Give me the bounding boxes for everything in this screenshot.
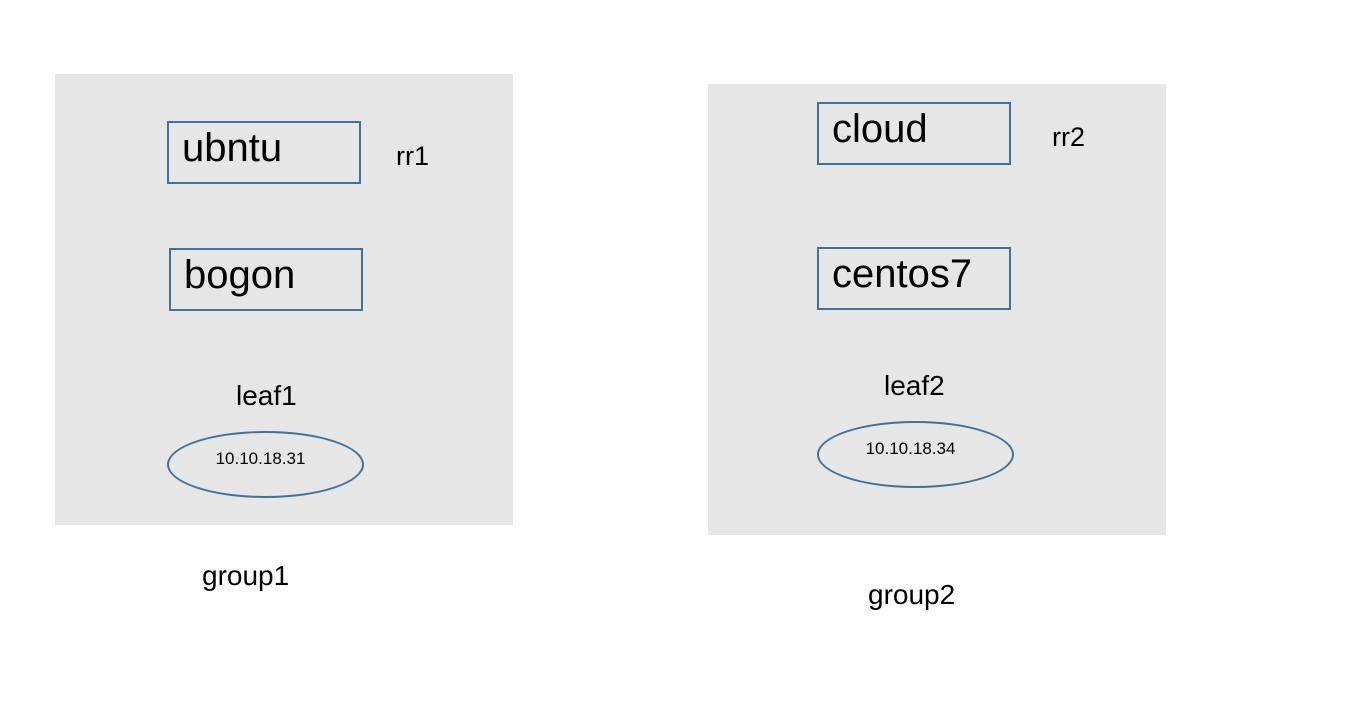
host-box-ubntu: ubntu — [167, 121, 361, 184]
route-reflector-label: rr1 — [396, 141, 429, 171]
host-label: bogon — [184, 253, 296, 297]
leaf-ip-label: 10.10.18.31 — [215, 449, 306, 468]
leaf-ellipse: 10.10.18.31 — [167, 431, 364, 498]
group-label: group2 — [868, 579, 956, 610]
leaf-ip-label: 10.10.18.34 — [865, 439, 956, 458]
host-label: centos7 — [832, 252, 973, 296]
leaf-label: leaf1 — [236, 380, 297, 411]
route-reflector-label: rr2 — [1052, 122, 1085, 152]
host-box-centos7: centos7 — [817, 247, 1011, 310]
host-box-cloud: cloud — [817, 102, 1011, 165]
leaf-ellipse: 10.10.18.34 — [817, 421, 1014, 488]
host-box-bogon: bogon — [169, 248, 363, 311]
host-label: cloud — [832, 107, 928, 151]
host-label: ubntu — [182, 126, 283, 170]
leaf-label: leaf2 — [884, 370, 945, 401]
group-label: group1 — [202, 560, 290, 591]
